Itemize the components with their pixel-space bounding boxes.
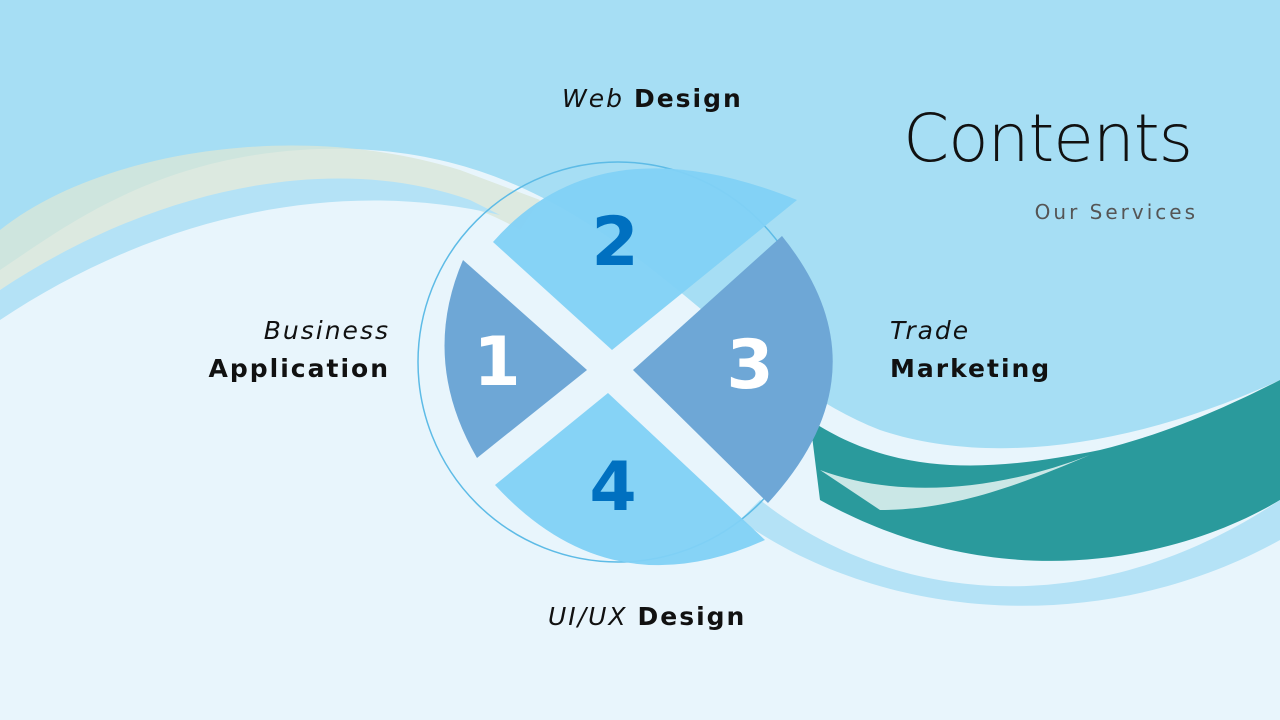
teal-highlight	[820, 455, 1090, 510]
label-italic: Business	[263, 316, 390, 345]
slide-subtitle: Our Services	[1034, 200, 1198, 224]
slide-title: Contents	[903, 100, 1193, 177]
label-bold: Design	[633, 84, 743, 113]
item-label-2: Web Design	[562, 80, 743, 118]
item-label-4: UI/UX Design	[548, 598, 746, 636]
item-number-2: 2	[591, 203, 639, 282]
wedge-4	[495, 393, 765, 566]
item-number-4: 4	[589, 448, 637, 527]
wedge-2	[493, 168, 797, 350]
lower-band	[740, 500, 1280, 606]
wedge-3	[633, 236, 833, 503]
label-bold: Application	[208, 354, 390, 383]
item-label-3: Trade Marketing	[890, 312, 1051, 388]
item-number-1: 1	[473, 323, 521, 402]
label-italic: Web	[562, 84, 624, 113]
item-number-3: 3	[726, 326, 774, 405]
label-italic: UI/UX	[548, 602, 628, 631]
item-label-1: Business Application	[209, 312, 390, 388]
light-band	[0, 178, 500, 320]
image-strip	[0, 145, 540, 290]
wedge-1	[444, 260, 587, 458]
label-bold: Design	[637, 602, 747, 631]
label-bold: Marketing	[890, 354, 1052, 383]
label-italic: Trade	[890, 316, 971, 345]
